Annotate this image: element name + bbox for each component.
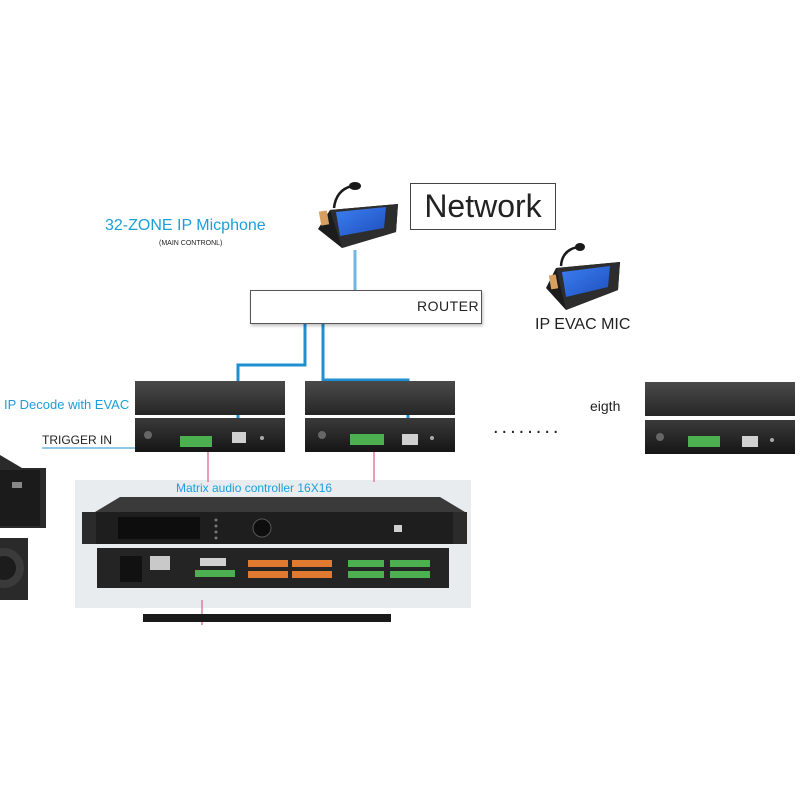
router-label: ROUTER: [417, 298, 480, 314]
matrix-label: Matrix audio controller 16X16: [176, 481, 333, 495]
decoder-unit-2: [305, 381, 455, 452]
left-rack-device: [0, 455, 46, 528]
evac-microphone-icon: [546, 243, 620, 310]
network-label-box: Network: [410, 183, 556, 230]
bottom-unit-edge: [143, 614, 391, 622]
eigth-label: eigth: [590, 398, 621, 414]
decoder-unit-8: [645, 382, 795, 454]
router-box: [250, 290, 482, 324]
ellipsis-dots: ........: [493, 416, 562, 438]
matrix-controller-icon: [82, 497, 467, 588]
decoder-unit-1: [135, 381, 285, 452]
main-mic-label: 32-ZONE IP Micphone: [105, 217, 266, 234]
main-mic-sublabel: (MAIN CONTRONL): [159, 240, 223, 247]
left-speaker-device: [0, 538, 28, 600]
microphone-console-icon: [318, 182, 398, 248]
ip-decode-label: IP Decode with EVAC: [4, 397, 130, 412]
trigger-in-label: TRIGGER IN: [42, 433, 113, 447]
network-label: Network: [424, 188, 542, 224]
evac-mic-label: IP EVAC MIC: [535, 316, 631, 333]
